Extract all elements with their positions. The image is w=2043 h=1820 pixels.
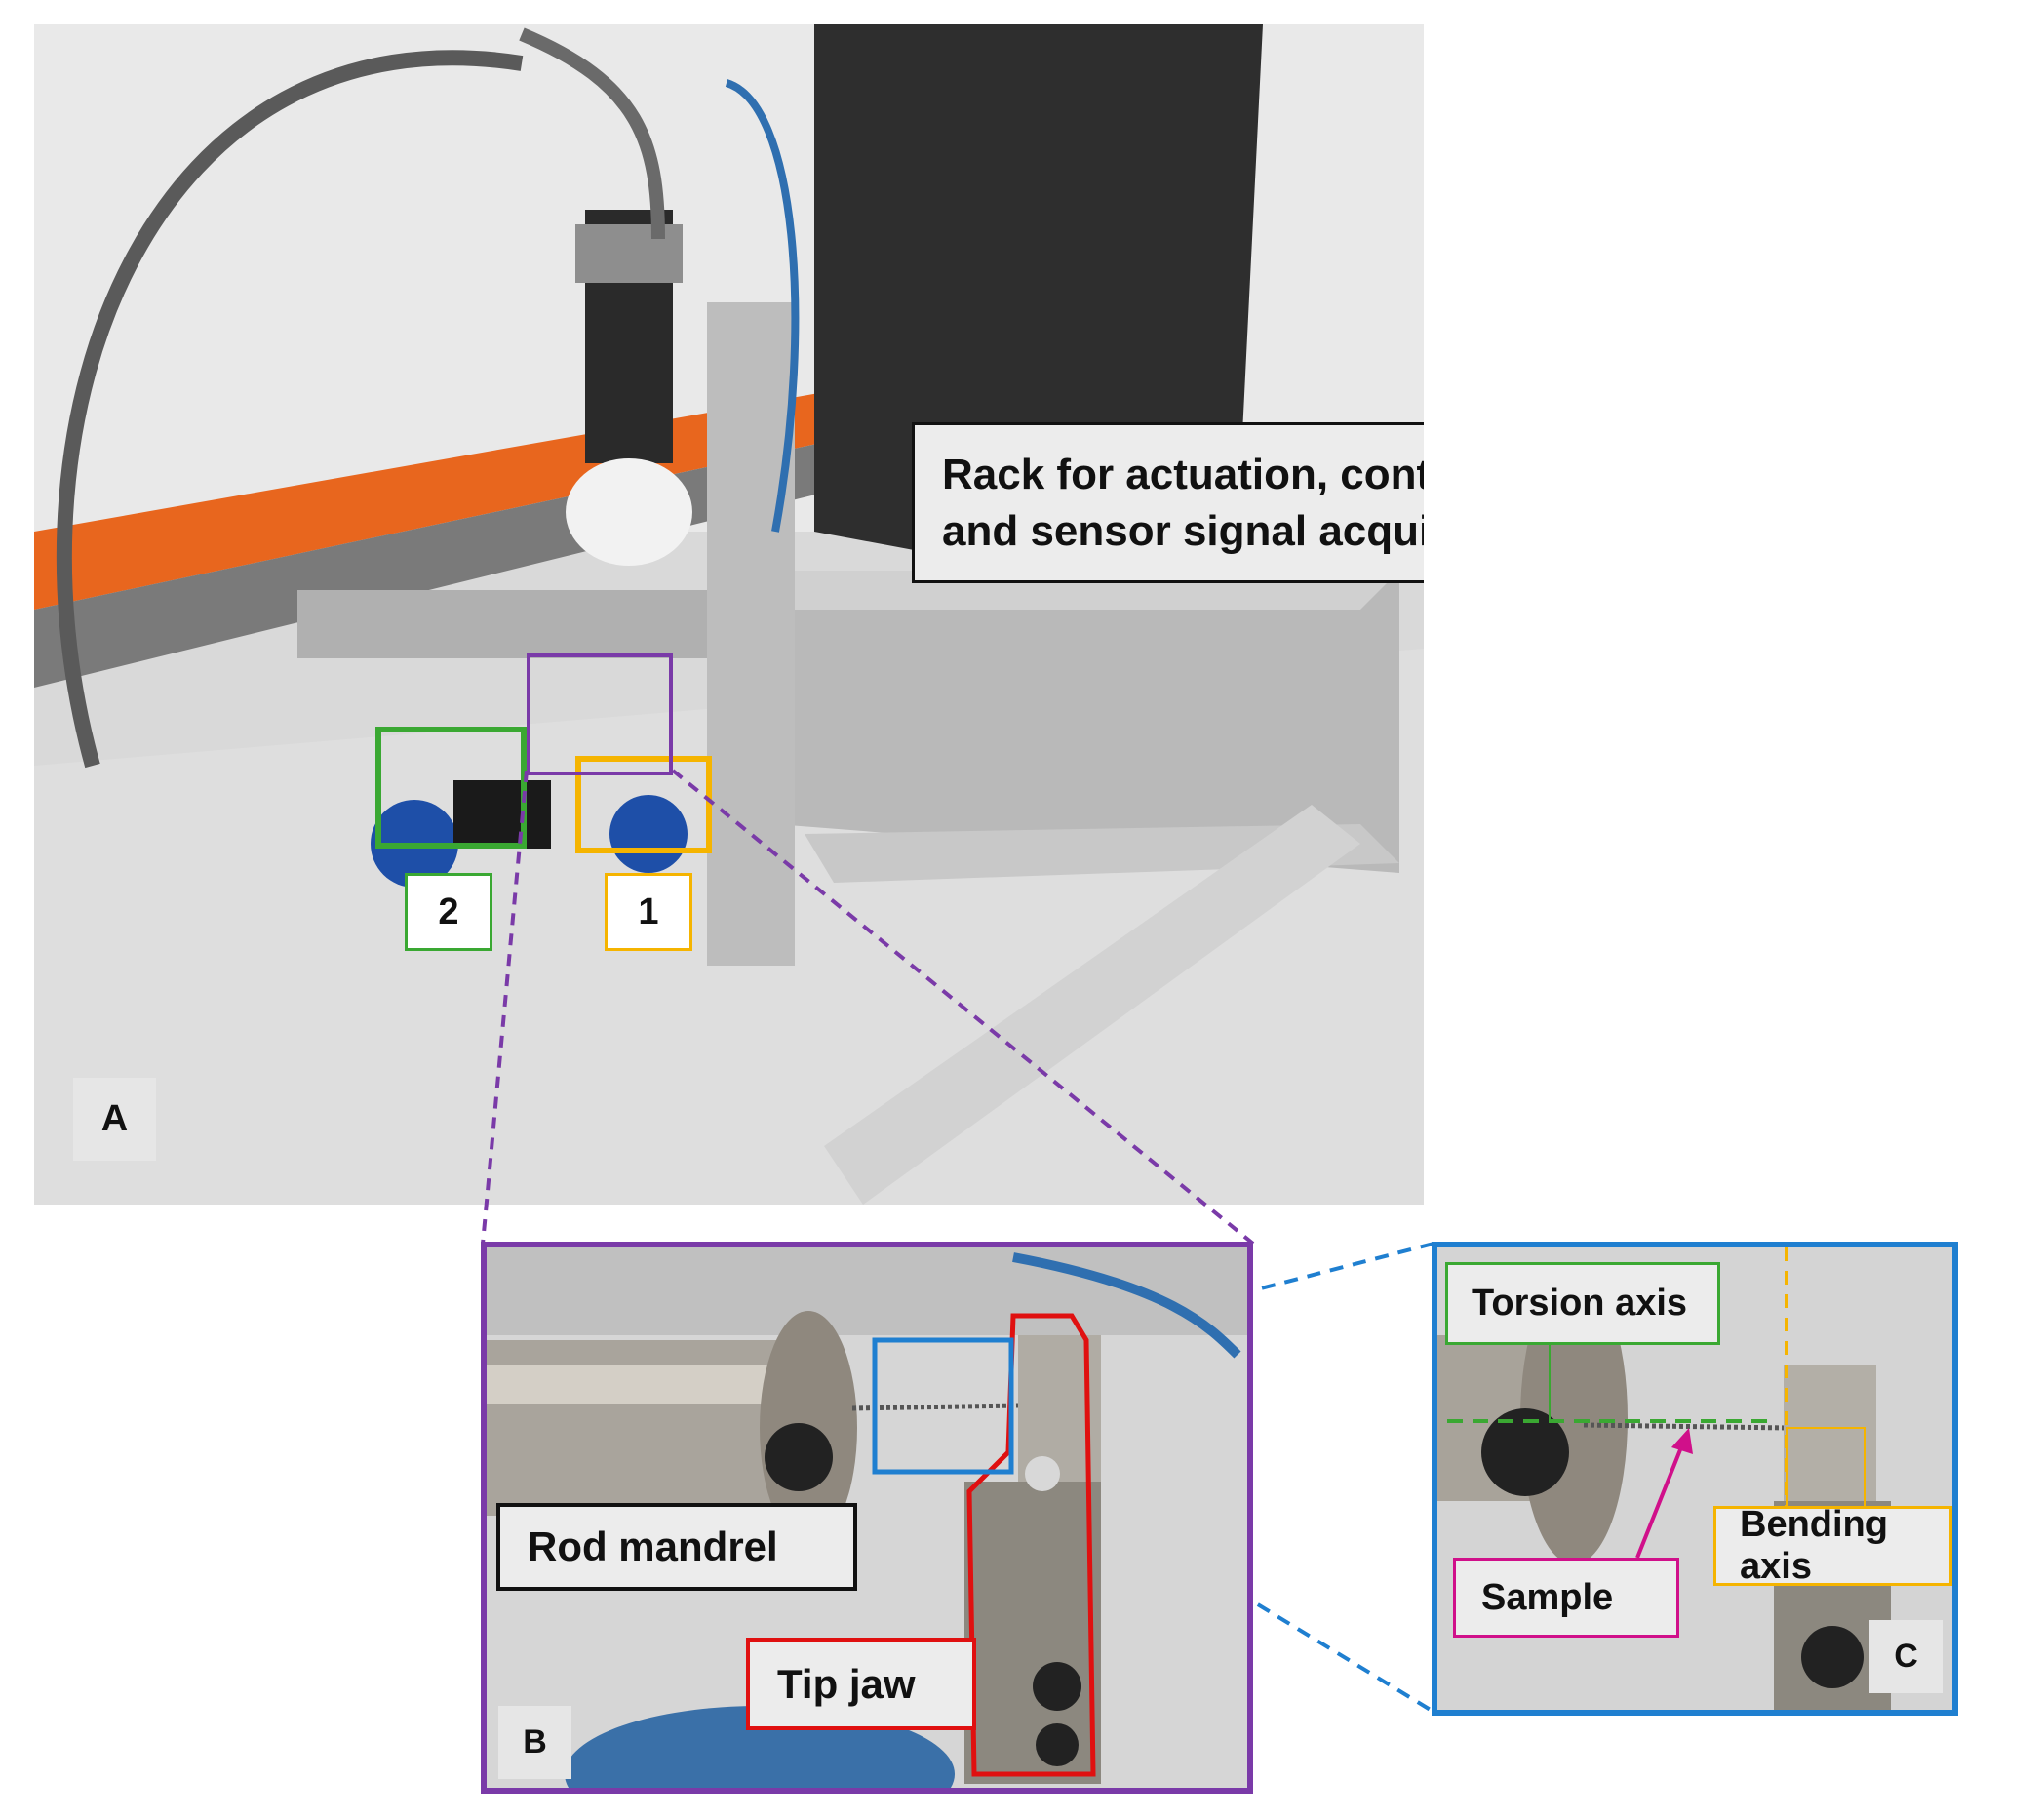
rod-mandrel-text: Rod mandrel xyxy=(528,1523,778,1569)
panel-a-letter-text: A xyxy=(100,1098,129,1139)
rack-callout-line-1: Rack for actuation, control xyxy=(942,450,1424,498)
zoom-region-c xyxy=(872,1337,1014,1475)
torsion-axis-text: Torsion axis xyxy=(1472,1283,1688,1324)
panel-a-photo: 1 2 Rack for actuation, control and sens… xyxy=(34,24,1424,1205)
tip-jaw-text: Tip jaw xyxy=(777,1660,916,1707)
panel-b-letter-text: B xyxy=(523,1723,547,1761)
rod-mandrel-label: Rod mandrel xyxy=(496,1503,857,1591)
panel-b-letter: B xyxy=(498,1706,571,1779)
marker-1-text: 1 xyxy=(638,890,659,932)
vertical-column xyxy=(707,302,795,966)
marker-1: 1 xyxy=(605,873,692,951)
panel-c-photo: Torsion axis Bending axis Sample C xyxy=(1432,1242,1958,1716)
marker-2: 2 xyxy=(405,873,492,951)
panel-a-letter: A xyxy=(73,1078,156,1161)
panel-b-photo: Rod mandrel Tip jaw B xyxy=(481,1242,1253,1794)
marker-2-text: 2 xyxy=(438,890,459,932)
bending-axis-label: Bending axis xyxy=(1713,1504,1952,1587)
sample-arrow xyxy=(1635,1442,1685,1559)
panel-c-letter-text: C xyxy=(1894,1638,1918,1675)
rack-callout-line-2: and sensor signal acquiring xyxy=(942,506,1424,555)
panel-a-illustration xyxy=(34,24,1424,1205)
sample-label: Sample xyxy=(1453,1558,1679,1638)
panel-c-letter: C xyxy=(1869,1620,1943,1693)
tip-jaw-outline xyxy=(966,1313,1096,1777)
tip-jaw-label: Tip jaw xyxy=(746,1638,976,1730)
rack-callout: Rack for actuation, control and sensor s… xyxy=(912,422,1424,583)
sample-text: Sample xyxy=(1481,1576,1614,1618)
torsion-axis-label: Torsion axis xyxy=(1445,1262,1720,1345)
bending-axis-text: Bending axis xyxy=(1740,1504,1888,1587)
zoom-region-b xyxy=(527,653,673,775)
highlight-box-2 xyxy=(375,727,527,849)
